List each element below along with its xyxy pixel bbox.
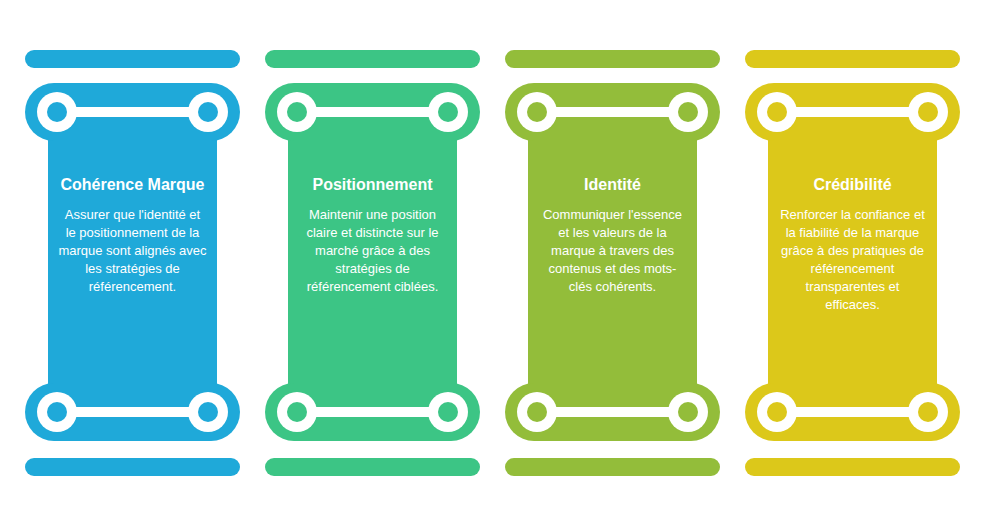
pillar-description: Renforcer la confiance et la fiabilité d… [778, 206, 927, 314]
pillar-description: Communiquer l'essence et les valeurs de … [538, 206, 687, 296]
scroll-stripe [297, 407, 448, 417]
scroll-dot [527, 102, 547, 122]
scroll-stripe [537, 107, 688, 117]
scroll-stripe [57, 407, 208, 417]
scroll-ring [668, 392, 708, 432]
scroll-ring [428, 392, 468, 432]
scroll-stripe [777, 407, 928, 417]
top-scroll [265, 83, 480, 141]
scroll-ring [517, 92, 557, 132]
scroll-ring [908, 392, 948, 432]
top-scroll [745, 83, 960, 141]
pillar-frame [265, 50, 480, 476]
scroll-band [745, 383, 960, 441]
pillar-title: Cohérence Marque [58, 174, 207, 196]
scroll-ring [37, 92, 77, 132]
scroll-band [745, 83, 960, 141]
scroll-stripe [537, 407, 688, 417]
scroll-ring [908, 92, 948, 132]
bottom-scroll [265, 383, 480, 441]
capital-bar [265, 50, 480, 68]
scroll-band [265, 383, 480, 441]
scroll-dot [767, 102, 787, 122]
pillar-neck [288, 135, 457, 392]
scroll-band [25, 383, 240, 441]
scroll-ring [757, 392, 797, 432]
scroll-ring [188, 392, 228, 432]
scroll-dot [287, 402, 307, 422]
base-bar [265, 458, 480, 476]
pillar-neck [768, 135, 937, 392]
scroll-dot [527, 402, 547, 422]
scroll-dot [678, 102, 698, 122]
capital-bar [25, 50, 240, 68]
bottom-scroll [745, 383, 960, 441]
scroll-dot [438, 402, 458, 422]
base-bar [505, 458, 720, 476]
scroll-ring [517, 392, 557, 432]
scroll-stripe [777, 107, 928, 117]
scroll-ring [277, 92, 317, 132]
scroll-dot [438, 102, 458, 122]
scroll-stripe [297, 107, 448, 117]
scroll-dot [47, 402, 67, 422]
bottom-scroll [505, 383, 720, 441]
base-bar [745, 458, 960, 476]
scroll-band [265, 83, 480, 141]
base-bar [25, 458, 240, 476]
pillar-body: PositionnementMaintenir une position cla… [288, 152, 457, 372]
pillar-description: Maintenir une position claire et distinc… [298, 206, 447, 296]
pillar-description: Assurer que l'identité et le positionnem… [58, 206, 207, 296]
scroll-dot [47, 102, 67, 122]
scroll-band [505, 383, 720, 441]
pillar-body: CrédibilitéRenforcer la confiance et la … [768, 152, 937, 372]
pillar-body: IdentitéCommuniquer l'essence et les val… [528, 152, 697, 372]
scroll-dot [767, 402, 787, 422]
pillar-neck [528, 135, 697, 392]
pillar-title: Crédibilité [778, 174, 927, 196]
bottom-scroll [25, 383, 240, 441]
scroll-dot [918, 402, 938, 422]
pillar-body: Cohérence MarqueAssurer que l'identité e… [48, 152, 217, 372]
scroll-dot [678, 402, 698, 422]
pillar-neck [48, 135, 217, 392]
pillar-frame [25, 50, 240, 476]
scroll-ring [668, 92, 708, 132]
capital-bar [505, 50, 720, 68]
scroll-ring [188, 92, 228, 132]
pillar-frame [505, 50, 720, 476]
scroll-ring [277, 392, 317, 432]
scroll-dot [918, 102, 938, 122]
pillar-title: Identité [538, 174, 687, 196]
capital-bar [745, 50, 960, 68]
scroll-dot [198, 102, 218, 122]
scroll-ring [37, 392, 77, 432]
scroll-ring [428, 92, 468, 132]
scroll-dot [287, 102, 307, 122]
scroll-band [25, 83, 240, 141]
scroll-stripe [57, 107, 208, 117]
top-scroll [25, 83, 240, 141]
pillar-frame [745, 50, 960, 476]
scroll-dot [198, 402, 218, 422]
pillar-title: Positionnement [298, 174, 447, 196]
scroll-band [505, 83, 720, 141]
top-scroll [505, 83, 720, 141]
scroll-ring [757, 92, 797, 132]
